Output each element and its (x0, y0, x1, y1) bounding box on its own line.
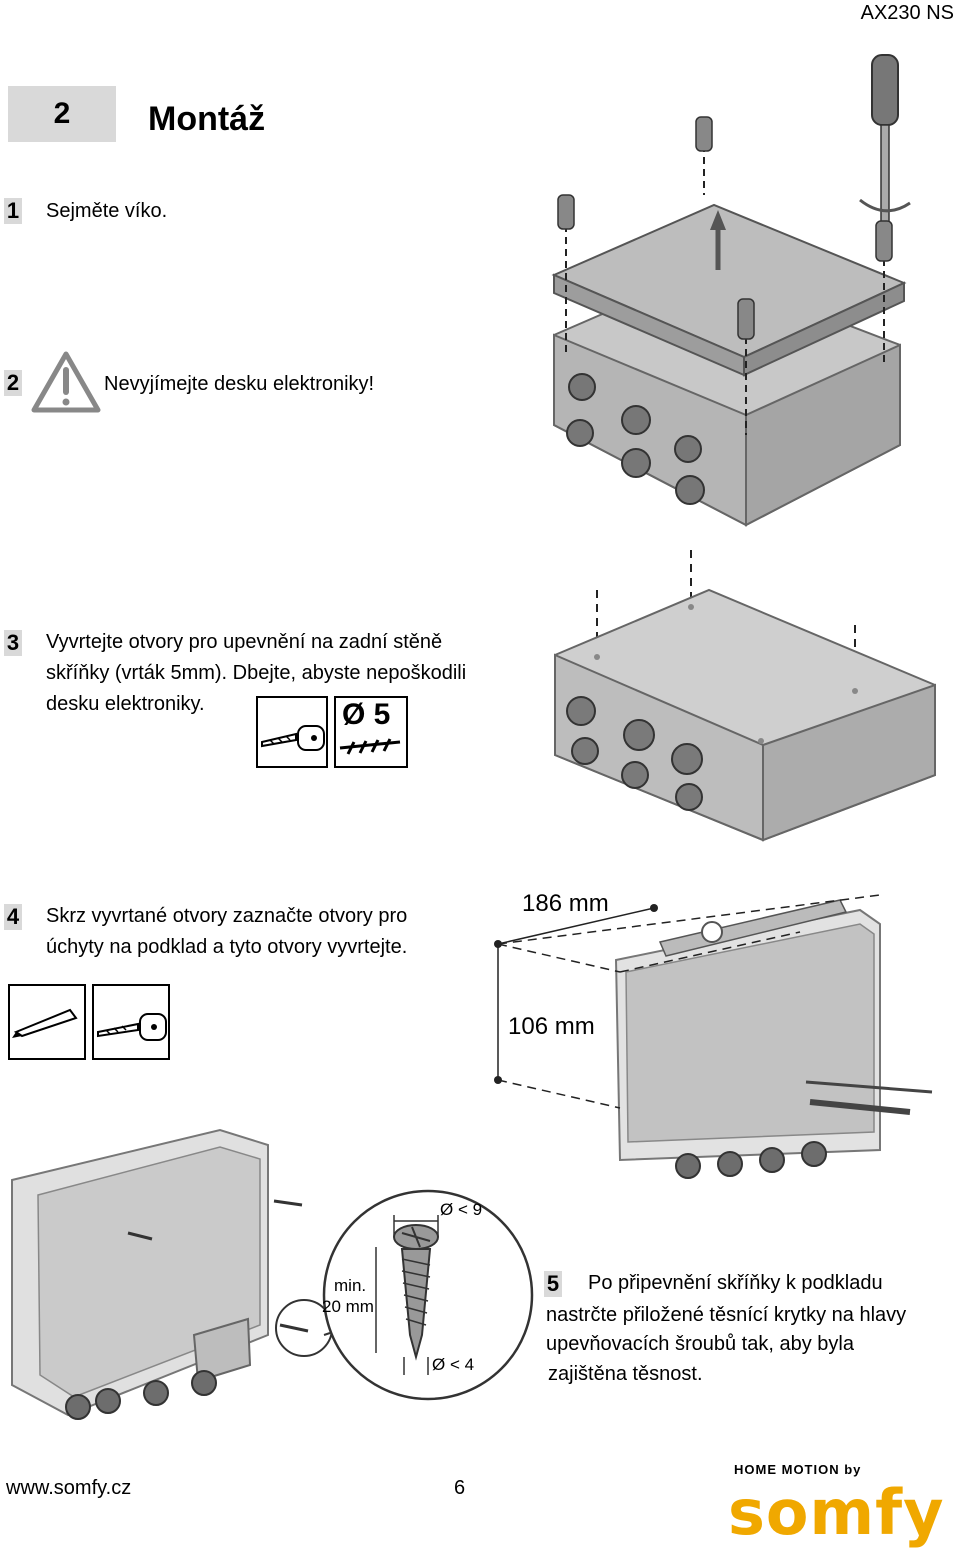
step-4-line-1: Skrz vyvrtané otvory zaznačte otvory pro (46, 905, 408, 927)
step-5-line-2: nastrčte přiložené těsnící krytky na hla… (546, 1304, 907, 1326)
dimension-height: 106 mm (508, 1013, 595, 1040)
step-2-number: 2 (4, 370, 22, 396)
logo-tagline: HOME MOTION by (734, 1462, 862, 1477)
drill-size-label: Ø 5 (342, 698, 391, 731)
section-number: 2 (8, 86, 116, 142)
step-5-line-1: Po připevnění skříňky k podkladu (588, 1272, 883, 1294)
drill-icon (256, 696, 328, 768)
mounting-illustration (11, 1128, 534, 1420)
page-number: 6 (454, 1477, 466, 1499)
step-3-line-3: desku elektroniky. (46, 693, 205, 715)
drilling-illustration (554, 550, 936, 842)
step-3-number: 3 (4, 630, 22, 656)
pencil-icon (8, 984, 86, 1060)
step-4-number: 4 (4, 904, 22, 930)
step-1-number: 1 (4, 198, 22, 224)
step-2-text: Nevyjímejte desku elektroniky! (104, 373, 375, 395)
screw-length-line-2: 20 mm (322, 1297, 374, 1316)
step-5-number: 5 (544, 1271, 562, 1297)
somfy-logo: somfy (728, 1476, 945, 1549)
step-3-line-2: skříňky (vrták 5mm). Dbejte, abyste nepo… (46, 662, 467, 684)
dimension-width: 186 mm (522, 890, 609, 917)
dimensions-illustration (494, 894, 933, 1179)
step-5-line-3: upevňovacích šroubů tak, aby byla (546, 1333, 854, 1355)
screwdriver-icon (92, 984, 170, 1060)
drill-bit-icon (334, 696, 408, 768)
step-1-text: Sejměte víko. (46, 200, 168, 222)
section-title: Montáž (148, 100, 266, 138)
screw-length-line-1: min. (334, 1276, 367, 1295)
screw-shaft-label: Ø < 4 (432, 1355, 475, 1374)
warning-icon (31, 351, 101, 413)
step-5-line-4: zajištěna těsnost. (548, 1363, 703, 1385)
step-4-line-2: úchyty na podklad a tyto otvory vyvrtejt… (46, 936, 408, 958)
screw-head-label: Ø < 9 (440, 1200, 483, 1219)
footer-url[interactable]: www.somfy.cz (6, 1477, 132, 1499)
lid-removal-illustration (551, 54, 911, 527)
step-3-line-1: Vyvrtejte otvory pro upevnění na zadní s… (46, 631, 443, 653)
model-name: AX230 NS (860, 2, 954, 24)
